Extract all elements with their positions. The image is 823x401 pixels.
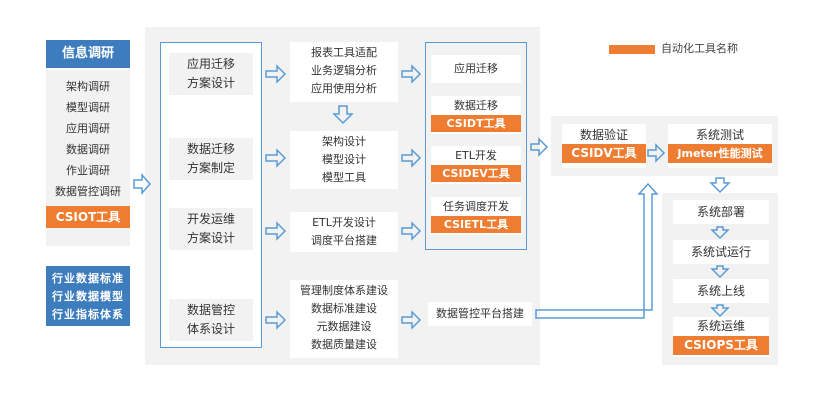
task-item: 模型工具 [322,171,366,184]
task-arch-design: 架构设计 模型设计 模型工具 [290,131,398,189]
task-app-analysis: 报表工具适配 业务逻辑分析 应用使用分析 [290,42,398,102]
data-verify-label: 数据验证 [579,128,628,142]
phase-app-migration: 应用迁移 方案设计 [169,53,253,95]
migration-etl: ETL开发 CSIDEV工具 [431,146,521,184]
research-item: 数据调研 [66,143,110,156]
arrow-right-icon [133,173,152,195]
deploy-ops-label: 系统运维 [696,319,745,333]
csidev-tool-badge: CSIDEV工具 [431,165,521,182]
phase-dev-ops: 开发运维 方案设计 [169,208,253,250]
task-item: 报表工具适配 [311,46,377,59]
system-test-box: 系统测试 Jmeter性能测试 [668,124,772,168]
task-item: ETL开发设计 [312,216,376,229]
industry-standard-item: 行业数据模型 [52,290,124,303]
arrow-right-icon [265,221,287,241]
migration-data-label: 数据迁移 [454,99,498,112]
research-title: 信息调研 [46,40,130,68]
jmeter-tool-badge: Jmeter性能测试 [668,144,772,163]
migration-sched-label: 任务调度开发 [443,200,509,213]
arrow-right-icon [530,137,549,157]
task-item: 元数据建设 [316,320,372,333]
task-item: 业务逻辑分析 [311,64,377,77]
industry-standards-box: 行业数据标准 行业数据模型 行业指标体系 [46,266,130,326]
arrow-right-icon [401,221,422,241]
arrow-right-icon [265,310,287,330]
arrow-right-icon [401,64,422,84]
research-list: 架构调研 模型调研 应用调研 数据调研 作业调研 数据管控调研 CSIOT工具 [46,70,130,246]
task-item: 应用使用分析 [311,82,377,95]
phase-data-migration: 数据迁移 方案制定 [169,138,253,180]
arrow-up-icon [535,182,659,319]
research-item: 数据管控调研 [55,185,121,198]
csietl-tool-badge: CSIETL工具 [431,216,521,233]
deploy-ops-box: 系统运维 CSIOPS工具 [673,317,769,357]
research-tool-badge: CSIOT工具 [46,206,130,228]
legend-swatch [609,45,655,54]
system-test-label: 系统测试 [695,128,744,142]
industry-standard-item: 行业数据标准 [52,272,124,285]
migration-column [425,42,527,250]
csiops-tool-badge: CSIOPS工具 [673,336,769,355]
arrow-right-icon [401,310,422,330]
migration-scheduling: 任务调度开发 CSIETL工具 [431,197,521,235]
task-etl-design: ETL开发设计 调度平台搭建 [290,212,398,252]
research-item: 模型调研 [66,101,110,114]
csidt-tool-badge: CSIDT工具 [431,115,521,132]
research-item: 作业调研 [66,164,110,177]
arrow-right-icon [401,148,422,168]
phase-governance: 数据管控 体系设计 [169,299,253,341]
migration-app: 应用迁移 [431,55,521,83]
deploy-step: 系统部署 [673,200,769,224]
csidv-tool-badge: CSIDV工具 [562,144,646,163]
task-governance: 管理制度体系建设 数据标准建设 元数据建设 数据质量建设 [290,280,398,358]
data-verify-box: 数据验证 CSIDV工具 [562,124,646,168]
migration-data: 数据迁移 CSIDT工具 [431,96,521,134]
task-item: 数据标准建设 [311,302,377,315]
arrow-right-icon [647,143,666,163]
industry-standard-item: 行业指标体系 [52,308,124,321]
task-item: 数据质量建设 [311,338,377,351]
arrow-right-icon [265,64,287,84]
arrow-right-icon [265,148,287,168]
deploy-step: 系统上线 [673,279,769,303]
arrow-down-icon [710,226,730,240]
governance-platform-box: 数据管控平台搭建 [428,302,532,326]
arrow-down-icon [709,177,731,194]
legend-label: 自动化工具名称 [661,42,738,55]
migration-etl-label: ETL开发 [455,149,497,162]
task-item: 调度平台搭建 [311,234,377,247]
research-item: 应用调研 [66,122,110,135]
arrow-down-icon [710,304,730,318]
task-item: 模型设计 [322,153,366,166]
research-item: 架构调研 [66,80,110,93]
task-item: 架构设计 [322,135,366,148]
arrow-down-icon [710,265,730,279]
deploy-step: 系统试运行 [673,240,769,264]
task-item: 管理制度体系建设 [300,284,388,297]
arrow-down-icon [332,105,354,125]
